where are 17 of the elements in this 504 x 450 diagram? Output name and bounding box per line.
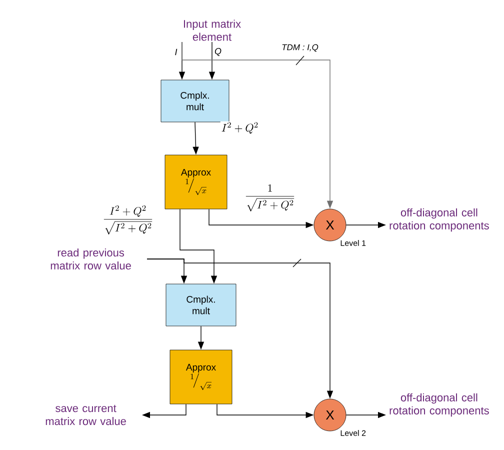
level-label: Level 2 (340, 430, 366, 436)
signal-label: Input matrix element (184, 20, 241, 41)
signal-label: off-diagonal cell rotation components (390, 208, 489, 232)
approximation-box: Approx ${}^{1}\!\big/_{\sqrt{x}}$ (164, 154, 228, 210)
edge-label: $\frac{1}{\sqrt{I^2+Q^2}}$ (244, 184, 296, 212)
multiplier-box: Cmplx. mult (160, 80, 230, 122)
level-label: Level 1 (340, 240, 366, 246)
edge-label: $I^2+Q^2$ (220, 121, 260, 135)
signal-label: save current matrix row value (46, 404, 126, 426)
edge-label: TDM : I,Q (280, 43, 320, 53)
signal-label: off-diagonal cell rotation components (390, 393, 489, 417)
signal-label: read previous matrix row value (50, 248, 131, 270)
approximation-box: Approx ${}^{1}\!\big/_{\sqrt{x}}$ (170, 350, 232, 404)
edge-label: $\frac{I^2+Q^2}{\sqrt{I^2+Q^2}}$ (102, 204, 154, 236)
edge-label: Q (214, 47, 222, 57)
multiplier-box: Cmplx. mult (166, 284, 236, 326)
edge-label: I (174, 48, 178, 56)
